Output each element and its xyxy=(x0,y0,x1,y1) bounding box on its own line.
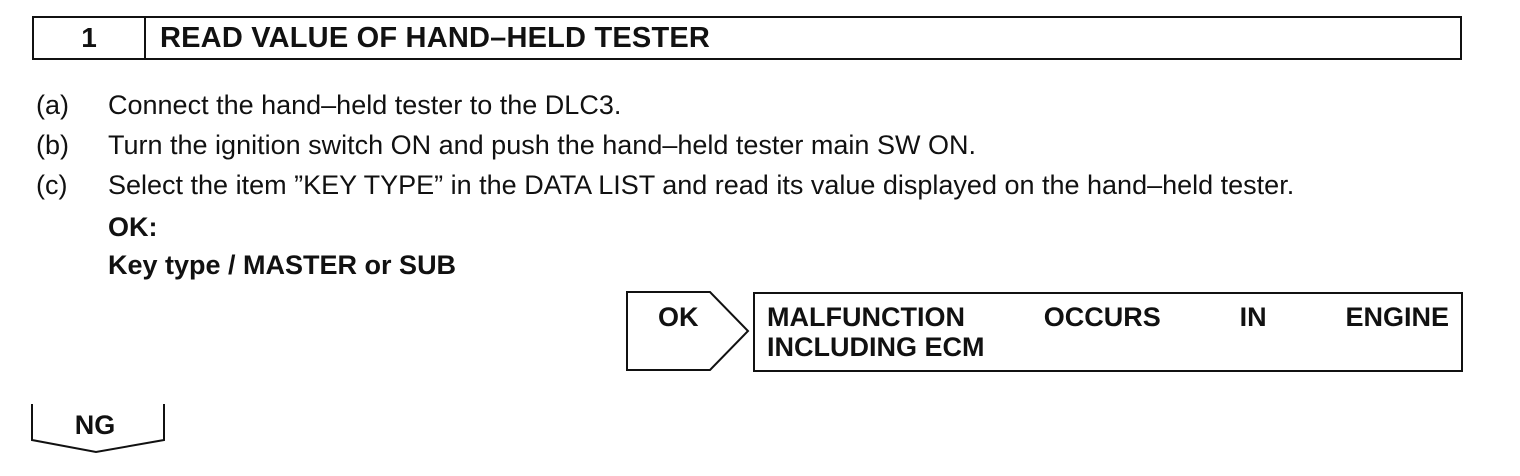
instruction-text: Select the item ”KEY TYPE” in the DATA L… xyxy=(108,170,1295,200)
ok-heading: OK: xyxy=(108,212,158,242)
ok-result-box: MALFUNCTION OCCURS IN ENGINE INCLUDING E… xyxy=(753,292,1463,372)
instruction-a: (a) Connect the hand–held tester to the D… xyxy=(36,92,621,119)
instruction-marker: (c) xyxy=(36,170,68,200)
instruction-marker: (a) xyxy=(36,90,69,120)
result-word: ENGINE xyxy=(1345,302,1449,332)
ng-arrow-icon xyxy=(31,404,165,454)
step-title: READ VALUE OF HAND–HELD TESTER xyxy=(160,21,711,54)
instruction-marker: (b) xyxy=(36,130,69,160)
ok-condition: Key type / MASTER or SUB xyxy=(108,250,457,280)
ng-branch-label: NG xyxy=(74,410,116,440)
instruction-text: Turn the ignition switch ON and push the… xyxy=(108,130,976,160)
ok-arrow-icon xyxy=(626,291,750,371)
instruction-text: Connect the hand–held tester to the DLC3… xyxy=(108,90,622,120)
step-number: 1 xyxy=(34,18,146,58)
instruction-c: (c) Select the item ”KEY TYPE” in the DAT… xyxy=(36,172,1294,199)
instruction-b: (b) Turn the ignition switch ON and push … xyxy=(36,132,976,159)
result-line-2: INCLUDING ECM xyxy=(767,332,985,362)
ok-branch-label: OK xyxy=(658,302,699,332)
result-word: MALFUNCTION xyxy=(767,302,965,332)
result-word: OCCURS xyxy=(1043,302,1161,332)
result-line-1: MALFUNCTION OCCURS IN ENGINE xyxy=(767,302,1449,332)
step-header: 1 READ VALUE OF HAND–HELD TESTER xyxy=(32,16,1462,60)
result-word: IN xyxy=(1239,302,1267,332)
